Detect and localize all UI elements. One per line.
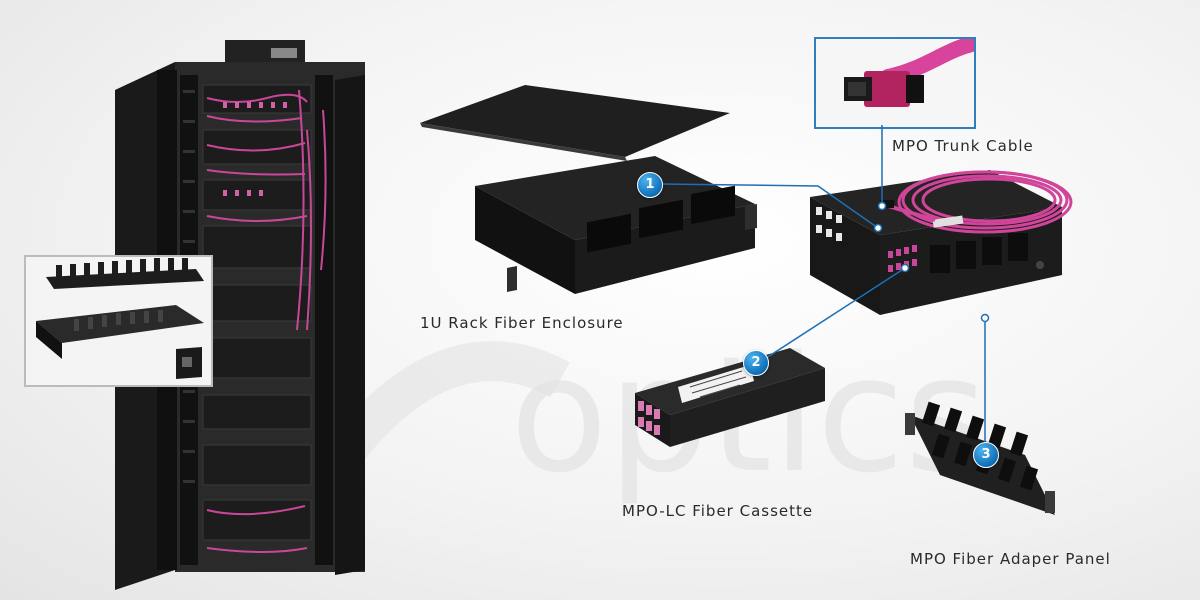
mpo-lc-cassette	[635, 348, 825, 447]
label-mpo-trunk-cable: MPO Trunk Cable	[892, 137, 1034, 155]
enclosure-cover-panel	[420, 85, 730, 161]
mpo-connector-image	[816, 39, 974, 127]
trunk-cable-inset	[814, 37, 976, 129]
cable-manager-inset	[24, 255, 213, 387]
callout-badge-1: 1	[637, 172, 663, 198]
label-mpo-lc-fiber-cassette: MPO-LC Fiber Cassette	[622, 502, 814, 520]
callout-badge-2: 2	[743, 350, 769, 376]
enclosure-tray	[475, 156, 757, 294]
callout-badge-3: 3	[973, 442, 999, 468]
horizontal-cable-manager	[26, 257, 211, 385]
mpo-trunk-cable-coil	[880, 170, 1073, 234]
label-1u-rack-fiber-enclosure: 1U Rack Fiber Enclosure	[420, 314, 624, 332]
label-mpo-fiber-adapter-panel: MPO Fiber Adaper Panel	[910, 550, 1111, 568]
